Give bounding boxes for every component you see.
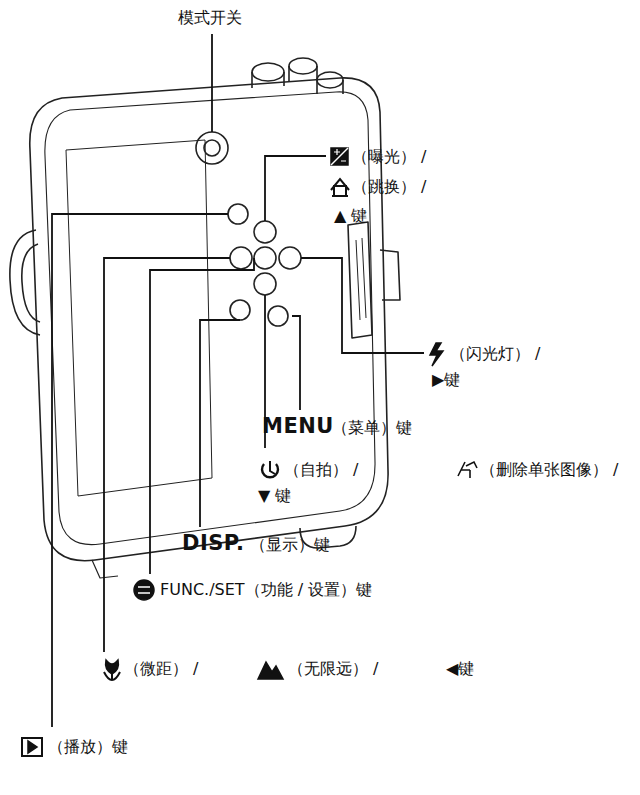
button-label: （菜单）键 [332,418,412,437]
strap-loop [22,244,40,322]
up-button [254,221,276,243]
jump-icon [331,179,349,196]
leader-line [211,34,213,132]
button-label: ▶键 [432,370,460,389]
macro-icon [104,660,120,680]
button-label: （播放）键 [48,737,128,756]
exposure-icon [331,148,348,165]
button-label: ▲ 键 [334,206,367,225]
self-timer-icon [262,461,278,477]
button-name: MENU [262,414,334,439]
play-button [228,204,248,224]
button-label: （微距） / [124,659,198,678]
func-set-icon [134,580,154,600]
flash-icon [430,343,443,366]
mode-switch [196,132,228,164]
right-button [279,247,301,269]
disp-button [230,300,250,320]
button-label: （曝光） / [352,147,426,166]
button-label: ▼ 键 [258,486,291,505]
func-button [254,247,276,269]
button-label: （闪光灯） / [450,344,540,363]
button-name: DISP. [182,531,244,556]
button-label: （无限远） / [288,659,378,678]
housing-body [30,78,388,561]
leader-line [200,320,240,527]
screen-window [66,140,212,496]
button-label: （删除单张图像） / [480,460,618,479]
down-button [254,273,276,295]
housing-rim [45,92,375,545]
mode-switch [204,140,220,156]
button-label: ◀键 [446,659,474,678]
infinity-icon [258,662,283,679]
top-knob [289,58,317,74]
menu-button [268,306,288,326]
button-label: （跳换） / [352,177,426,196]
leader-line [52,214,228,727]
left-button [230,247,252,269]
leader-line [265,156,326,221]
leader-line [150,258,254,574]
delete-icon [458,462,477,478]
hinge [380,250,400,300]
leader-line [292,316,300,410]
part-label: 模式开关 [178,8,242,27]
leader-line [301,258,424,353]
hinge [348,222,372,338]
button-label: FUNC./SET（功能 / 设置）键 [160,580,372,599]
button-label: （自拍） / [284,460,358,479]
button-label: （显示）键 [250,535,330,554]
top-knob [252,63,284,81]
play-icon [22,738,42,756]
